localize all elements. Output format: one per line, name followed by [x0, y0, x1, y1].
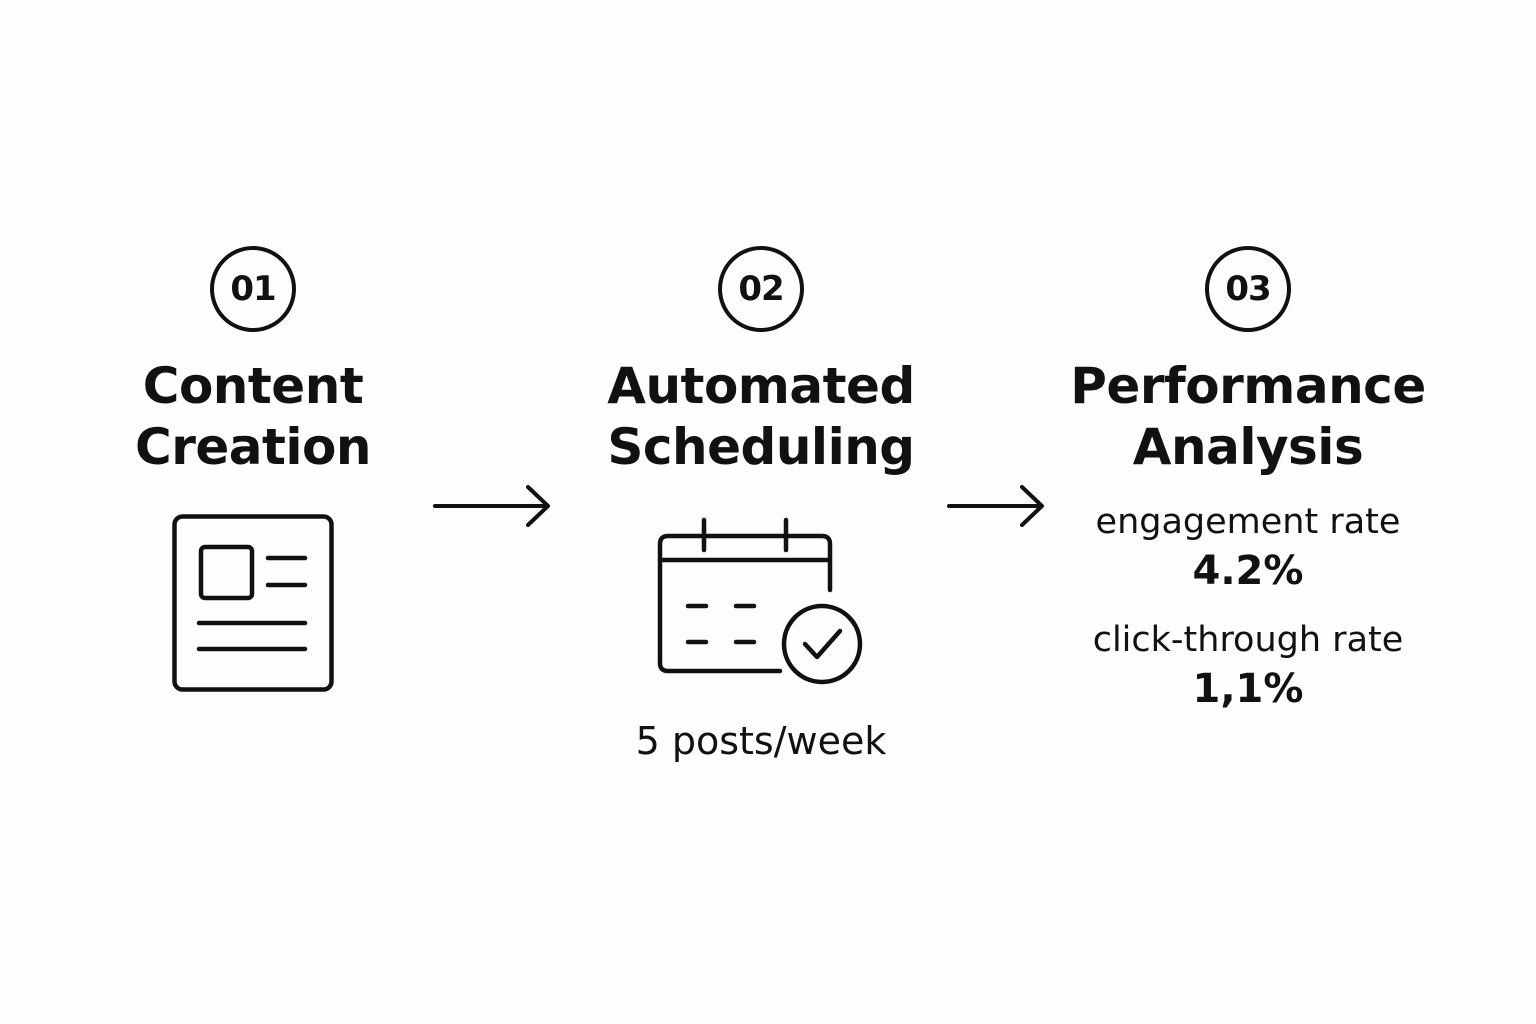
step-title: Content Creation	[135, 356, 372, 478]
step-number: 03	[1225, 269, 1271, 309]
step-number: 01	[230, 269, 276, 309]
step-title-line-1: Content	[142, 357, 364, 415]
step-number-badge: 01	[210, 246, 296, 332]
calendar-check-icon	[657, 517, 863, 685]
step-title-line-2: Scheduling	[607, 418, 915, 476]
document-icon	[172, 514, 334, 692]
step-performance-analysis: 03 Performance Analysis engagement rate …	[1028, 246, 1468, 736]
metric-value-click-through-rate: 1,1%	[1192, 666, 1304, 712]
step-number-badge: 03	[1205, 246, 1291, 332]
metric-label-click-through-rate: click-through rate	[1092, 620, 1404, 660]
performance-metrics: engagement rate 4.2% click-through rate …	[1093, 500, 1404, 736]
step-title-line-1: Performance	[1070, 357, 1426, 415]
step-content-creation: 01 Content Creation	[33, 246, 473, 696]
arrow-right-icon	[433, 485, 550, 527]
step-title-line-2: Creation	[135, 418, 372, 476]
step-automated-scheduling: 02 Automated Scheduling 5 posts/week	[541, 246, 981, 764]
step-number: 02	[738, 269, 784, 309]
step-title: Automated Scheduling	[607, 356, 915, 478]
step-title: Performance Analysis	[1070, 356, 1426, 478]
schedule-frequency-caption: 5 posts/week	[635, 719, 887, 763]
step-title-line-2: Analysis	[1132, 418, 1364, 476]
arrow-right-icon	[947, 485, 1044, 527]
metric-value-engagement-rate: 4.2%	[1192, 548, 1304, 594]
metric-label-engagement-rate: engagement rate	[1095, 502, 1401, 542]
step-number-badge: 02	[718, 246, 804, 332]
step-title-line-1: Automated	[607, 357, 915, 415]
